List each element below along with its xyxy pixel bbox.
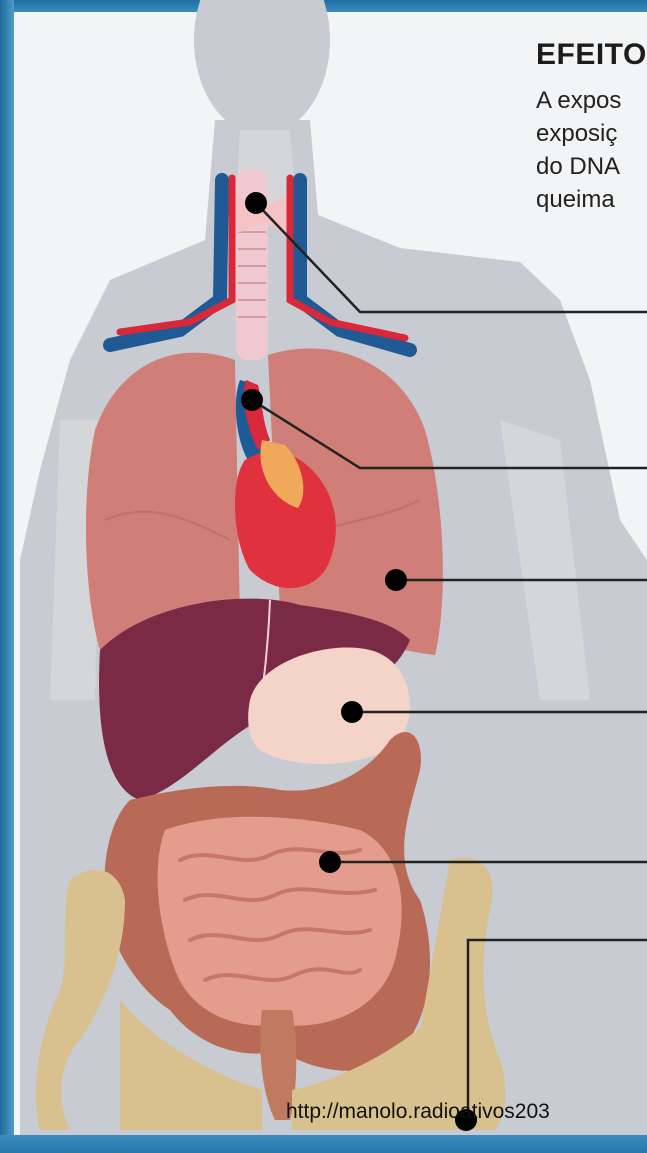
source-credit: http://manolo.radioativos203 — [286, 1100, 550, 1124]
intro-line: do DNA — [536, 150, 647, 183]
marker-stomach — [341, 701, 363, 723]
intro-text: A expos exposiç do DNA queima — [536, 84, 647, 216]
marker-intestine — [319, 851, 341, 873]
section-title: EFEITO — [536, 38, 647, 72]
small-intestine — [158, 817, 402, 1026]
intro-line: exposiç — [536, 117, 647, 150]
marker-thyroid — [245, 192, 267, 214]
intro-line: A expos — [536, 84, 647, 117]
frame-bottom-border — [0, 1135, 647, 1153]
intro-line: queima — [536, 183, 647, 216]
marker-aorta — [241, 389, 263, 411]
marker-lung — [385, 569, 407, 591]
